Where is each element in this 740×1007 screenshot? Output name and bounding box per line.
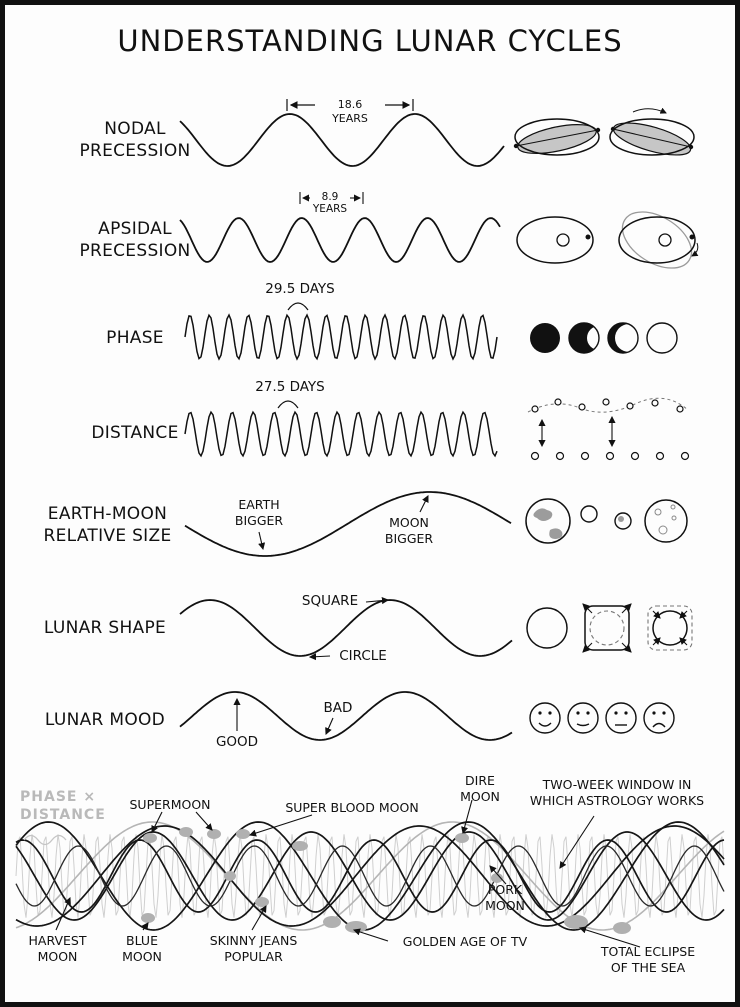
size-wave (184, 491, 512, 557)
page-title: UNDERSTANDING LUNAR CYCLES (117, 24, 623, 58)
watermark-squiggle (23, 834, 67, 846)
distance-wave (184, 410, 498, 458)
circle-shape-icon (526, 607, 568, 649)
super-blood-moon-label: SUPER BLOOD MOON (285, 800, 419, 815)
square-expanding-icon (582, 603, 632, 653)
big-earth-small-moon-icon (525, 498, 598, 544)
distance-label: DISTANCE (91, 423, 179, 443)
frown-face-icon (643, 702, 675, 734)
phase-wave (184, 313, 498, 361)
circle-arrow (308, 653, 331, 661)
apsidal-orbit-icon-2 (618, 211, 699, 269)
phase-x-distance-watermark: PHASE × DISTANCE (20, 789, 106, 824)
nodal-period-annotation: 18.6 YEARS (317, 98, 383, 127)
mood-face-icons (529, 702, 675, 734)
phase-label: PHASE (106, 328, 164, 348)
phase-period-annotation: 29.5 DAYS (265, 281, 335, 297)
shape-wave (179, 599, 513, 657)
earth-bigger-arrow (258, 531, 266, 551)
bad-arrow (325, 717, 334, 735)
happy-face-icon (529, 702, 561, 734)
combined-waves (15, 821, 725, 931)
bad-annotation: BAD (323, 700, 353, 716)
phase-period-brace (287, 302, 309, 311)
small-earth-big-moon-icon (614, 499, 688, 543)
lunar-shape-icons (526, 603, 693, 653)
circle-annotation: CIRCLE (339, 648, 387, 664)
moon-phase-light-icon (646, 322, 678, 354)
moon-distance-icon (527, 397, 690, 461)
harvest-moon-label: HARVEST MOON (28, 933, 87, 964)
moon-phase-crescent-icon (607, 322, 643, 354)
good-annotation: GOOD (215, 734, 259, 750)
golden-age-of-tv-label: GOLDEN AGE OF TV (402, 934, 528, 949)
total-eclipse-label: TOTAL ECLIPSE OF THE SEA (600, 944, 696, 975)
moon-bigger-annotation: MOON BIGGER (384, 515, 434, 547)
supermoon-label: SUPERMOON (129, 797, 211, 812)
blue-moon-label: BLUE MOON (122, 933, 162, 964)
skinny-jeans-label: SKINNY JEANS POPULAR (209, 933, 298, 964)
apsidal-period-annotation: 8.9 YEARS (310, 191, 350, 216)
apsidal-orbit-icon-1 (516, 216, 594, 264)
combined-label-arrows (55, 799, 641, 948)
circle-contracting-icon (647, 605, 693, 651)
square-arrow (365, 596, 390, 605)
apsidal-precession-label: APSIDAL PRECESSION (79, 219, 191, 262)
earth-moon-size-icons (525, 498, 688, 544)
moon-phase-icons (530, 322, 678, 354)
supermoon-blobs (141, 827, 631, 934)
nodal-orbit-plane-icon-2 (609, 107, 695, 156)
lunar-shape-label: LUNAR SHAPE (43, 618, 167, 638)
slight-smile-face-icon (567, 702, 599, 734)
distance-period-brace (277, 400, 299, 409)
nodal-period-measure (286, 99, 414, 111)
square-annotation: SQUARE (301, 593, 359, 609)
lunar-mood-label: LUNAR MOOD (44, 710, 166, 730)
astrology-window-label: TWO-WEEK WINDOW IN WHICH ASTROLOGY WORKS (529, 777, 705, 808)
moon-phase-dark-icon (530, 323, 560, 353)
mood-wave (179, 691, 513, 741)
earth-moon-size-label: EARTH-MOON RELATIVE SIZE (43, 504, 172, 547)
nodal-wave (179, 113, 505, 167)
pork-moon-label: PORK MOON (485, 882, 525, 913)
dire-moon-label: DIRE MOON (460, 773, 500, 804)
moon-phase-gibbous-icon (568, 322, 611, 354)
nodal-precession-label: NODAL PRECESSION (79, 119, 191, 162)
moon-bigger-arrow (419, 495, 429, 513)
neutral-face-icon (605, 702, 637, 734)
nodal-orbit-plane-icon-1 (513, 118, 601, 156)
earth-bigger-annotation: EARTH BIGGER (234, 497, 284, 529)
distance-period-annotation: 27.5 DAYS (255, 379, 325, 395)
apsidal-wave (179, 217, 501, 263)
